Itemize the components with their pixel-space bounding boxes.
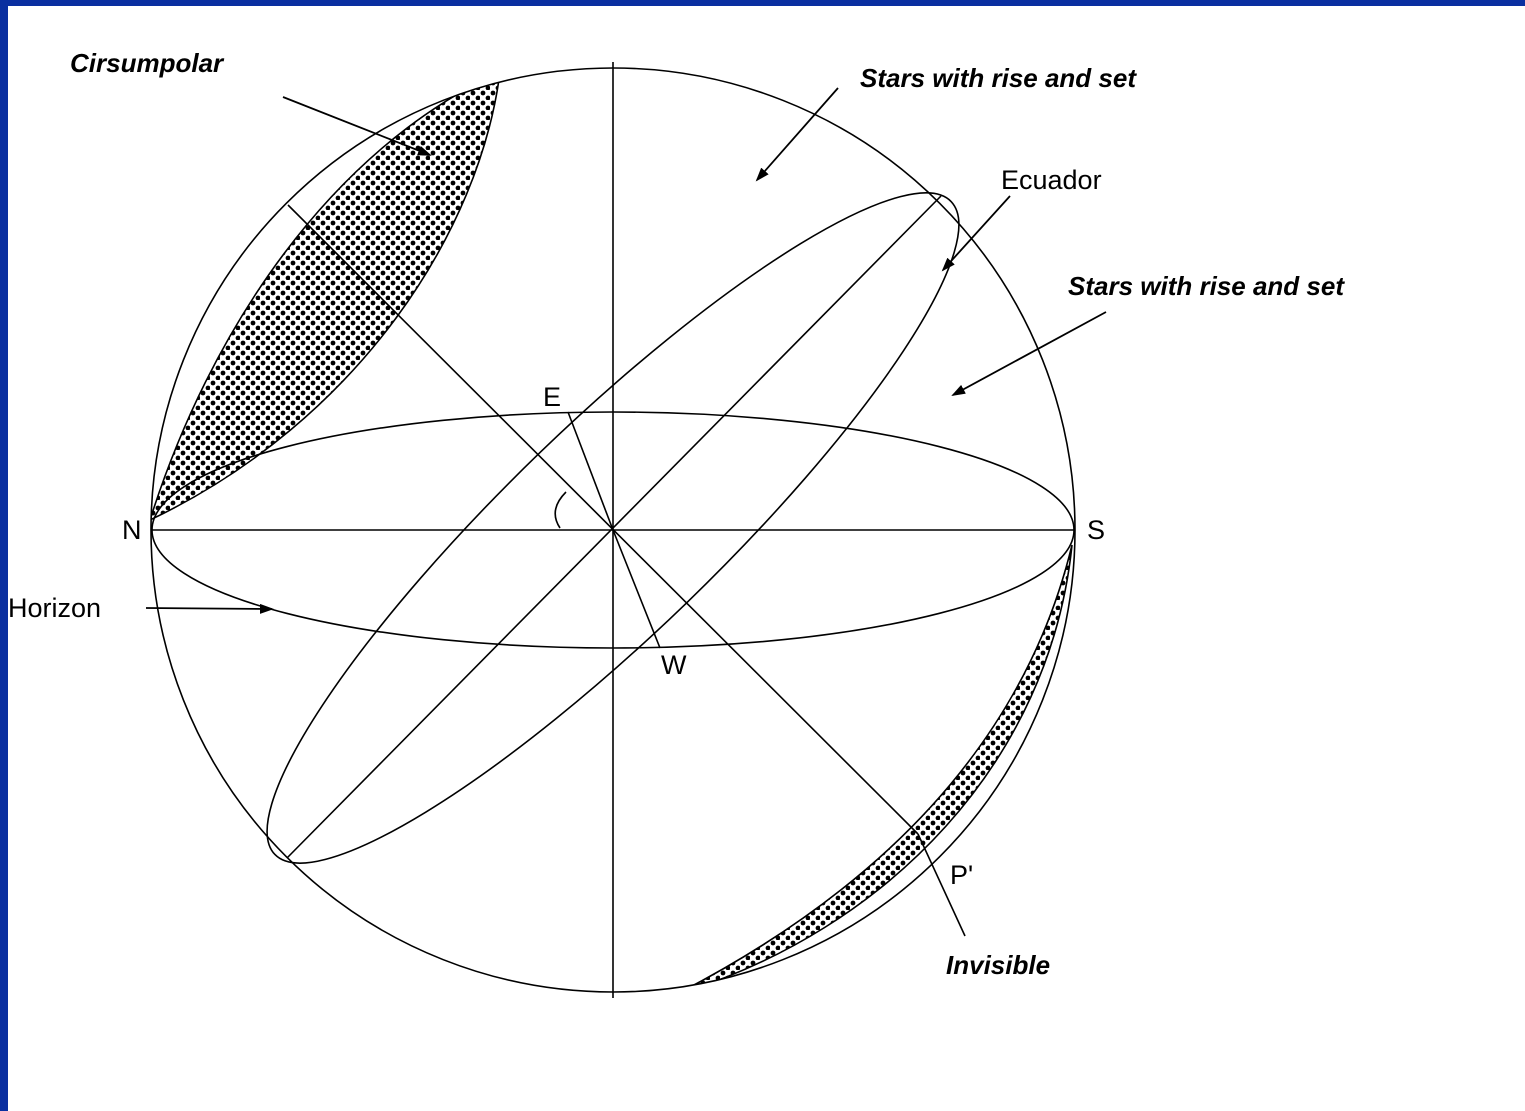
label-west: W (661, 650, 687, 680)
label-invisible: Invisible (946, 950, 1050, 980)
rise-set-top-arrow (757, 88, 838, 180)
label-north: N (122, 515, 142, 545)
label-rise-set-right: Stars with rise and set (1068, 271, 1345, 301)
label-south: S (1087, 515, 1105, 545)
slide-frame-left (0, 0, 8, 1111)
slide-frame-top (0, 0, 1525, 6)
west-line (613, 530, 660, 648)
label-rise-set-top: Stars with rise and set (860, 63, 1137, 93)
invisible-region (675, 545, 1072, 995)
horizon-arrow (146, 608, 272, 609)
label-south-pole: P' (950, 860, 973, 890)
rise-set-right-arrow (953, 312, 1106, 395)
equator-arrow (943, 196, 1010, 270)
label-east: E (543, 382, 561, 412)
latitude-angle-arc (555, 492, 566, 528)
label-circumpolar: Cirsumpolar (70, 48, 225, 78)
polar-axis (288, 205, 918, 834)
east-line (568, 412, 613, 530)
label-equator: Ecuador (1001, 165, 1102, 195)
label-horizon: Horizon (8, 593, 101, 623)
circumpolar-region (150, 72, 500, 520)
